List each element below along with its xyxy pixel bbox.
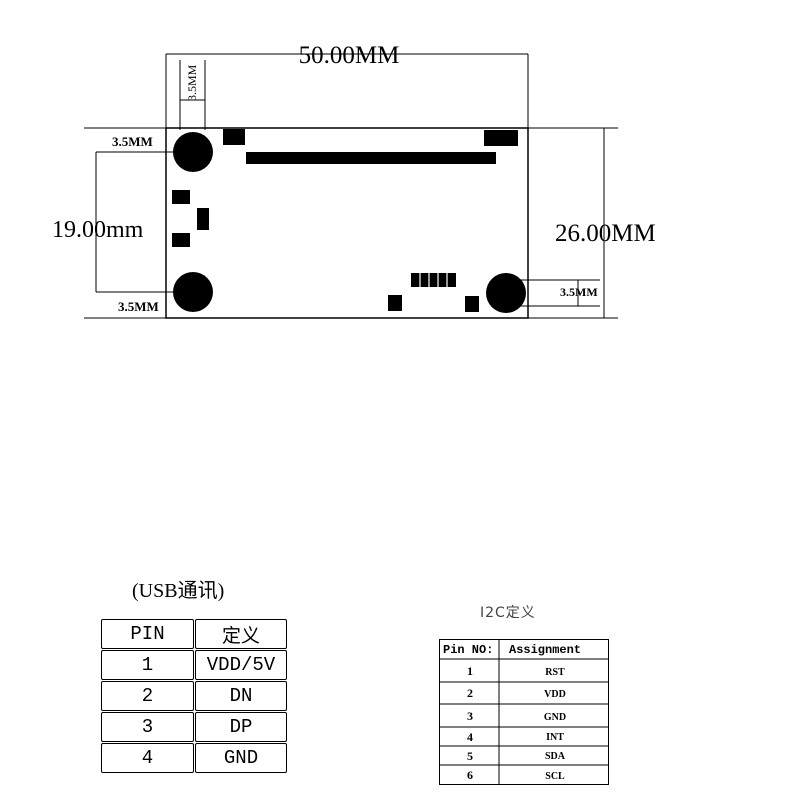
usb-row-4-pin: 4 — [101, 743, 194, 773]
usb-row-3-def: DP — [195, 712, 287, 742]
mounting-hole-bottom-left — [173, 272, 213, 312]
i2c-row-1-assign: RST — [545, 667, 565, 678]
connector-strip — [246, 152, 496, 164]
hole-top-offset-label: 3.5MM — [185, 64, 199, 101]
component-pad — [172, 233, 190, 247]
i2c-header-assignment: Assignment — [509, 643, 582, 657]
i2c-row-5-assign: SDA — [544, 751, 565, 762]
hole-left-top-offset-label: 3.5MM — [112, 134, 153, 149]
usb-row-3-pin: 3 — [101, 712, 194, 742]
i2c-table: Pin NO: Assignment 1 RST 2 VDD 3 GND 4 I… — [439, 639, 609, 785]
i2c-grid-lines — [439, 639, 609, 785]
usb-row-4-def: GND — [195, 743, 287, 773]
i2c-row-1-pin: 1 — [467, 664, 473, 678]
mounting-hole-top-left — [173, 132, 213, 172]
i2c-row-5-pin: 5 — [467, 749, 473, 763]
component-pad — [197, 208, 209, 230]
component-pad — [465, 296, 479, 312]
usb-table-caption: (USB通讯) — [132, 580, 225, 602]
component-pad — [172, 190, 190, 204]
usb-row-2-pin: 2 — [101, 681, 194, 711]
usb-row-1-def: VDD/5V — [195, 650, 287, 680]
i2c-row-4-assign: INT — [546, 732, 564, 743]
usb-header-def: 定义 — [195, 619, 287, 649]
hole-left-bottom-offset-label: 3.5MM — [118, 299, 159, 314]
i2c-row-2-pin: 2 — [467, 686, 473, 700]
component-pad — [388, 295, 402, 311]
i2c-row-3-assign: GND — [543, 712, 567, 723]
usb-row-1-pin: 1 — [101, 650, 194, 680]
component-pad — [484, 130, 518, 146]
pin-header-row — [411, 273, 456, 287]
pcb-outline — [165, 127, 529, 319]
i2c-row-2-assign: VDD — [544, 689, 566, 700]
i2c-row-6-pin: 6 — [467, 768, 473, 782]
inner-height-label: 19.00mm — [52, 217, 144, 243]
i2c-row-3-pin: 3 — [467, 709, 473, 723]
i2c-row-4-pin: 4 — [467, 730, 473, 744]
hole-right-offset-label: 3.5MM — [560, 285, 598, 299]
i2c-table-caption: I2C定义 — [480, 605, 536, 621]
component-pad — [223, 129, 245, 145]
usb-row-2-def: DN — [195, 681, 287, 711]
i2c-row-6-assign: SCL — [545, 771, 565, 782]
pcb-dimension-drawing: 50.00MM 3.5MM 26.00MM 19.00mm 3.5MM 3.5M… — [52, 42, 656, 319]
i2c-header-pin: Pin NO: — [443, 643, 494, 657]
width-label: 50.00MM — [299, 42, 400, 69]
outer-height-label: 26.00MM — [555, 220, 656, 247]
mounting-hole-bottom-right — [486, 273, 526, 313]
usb-header-pin: PIN — [101, 619, 194, 649]
